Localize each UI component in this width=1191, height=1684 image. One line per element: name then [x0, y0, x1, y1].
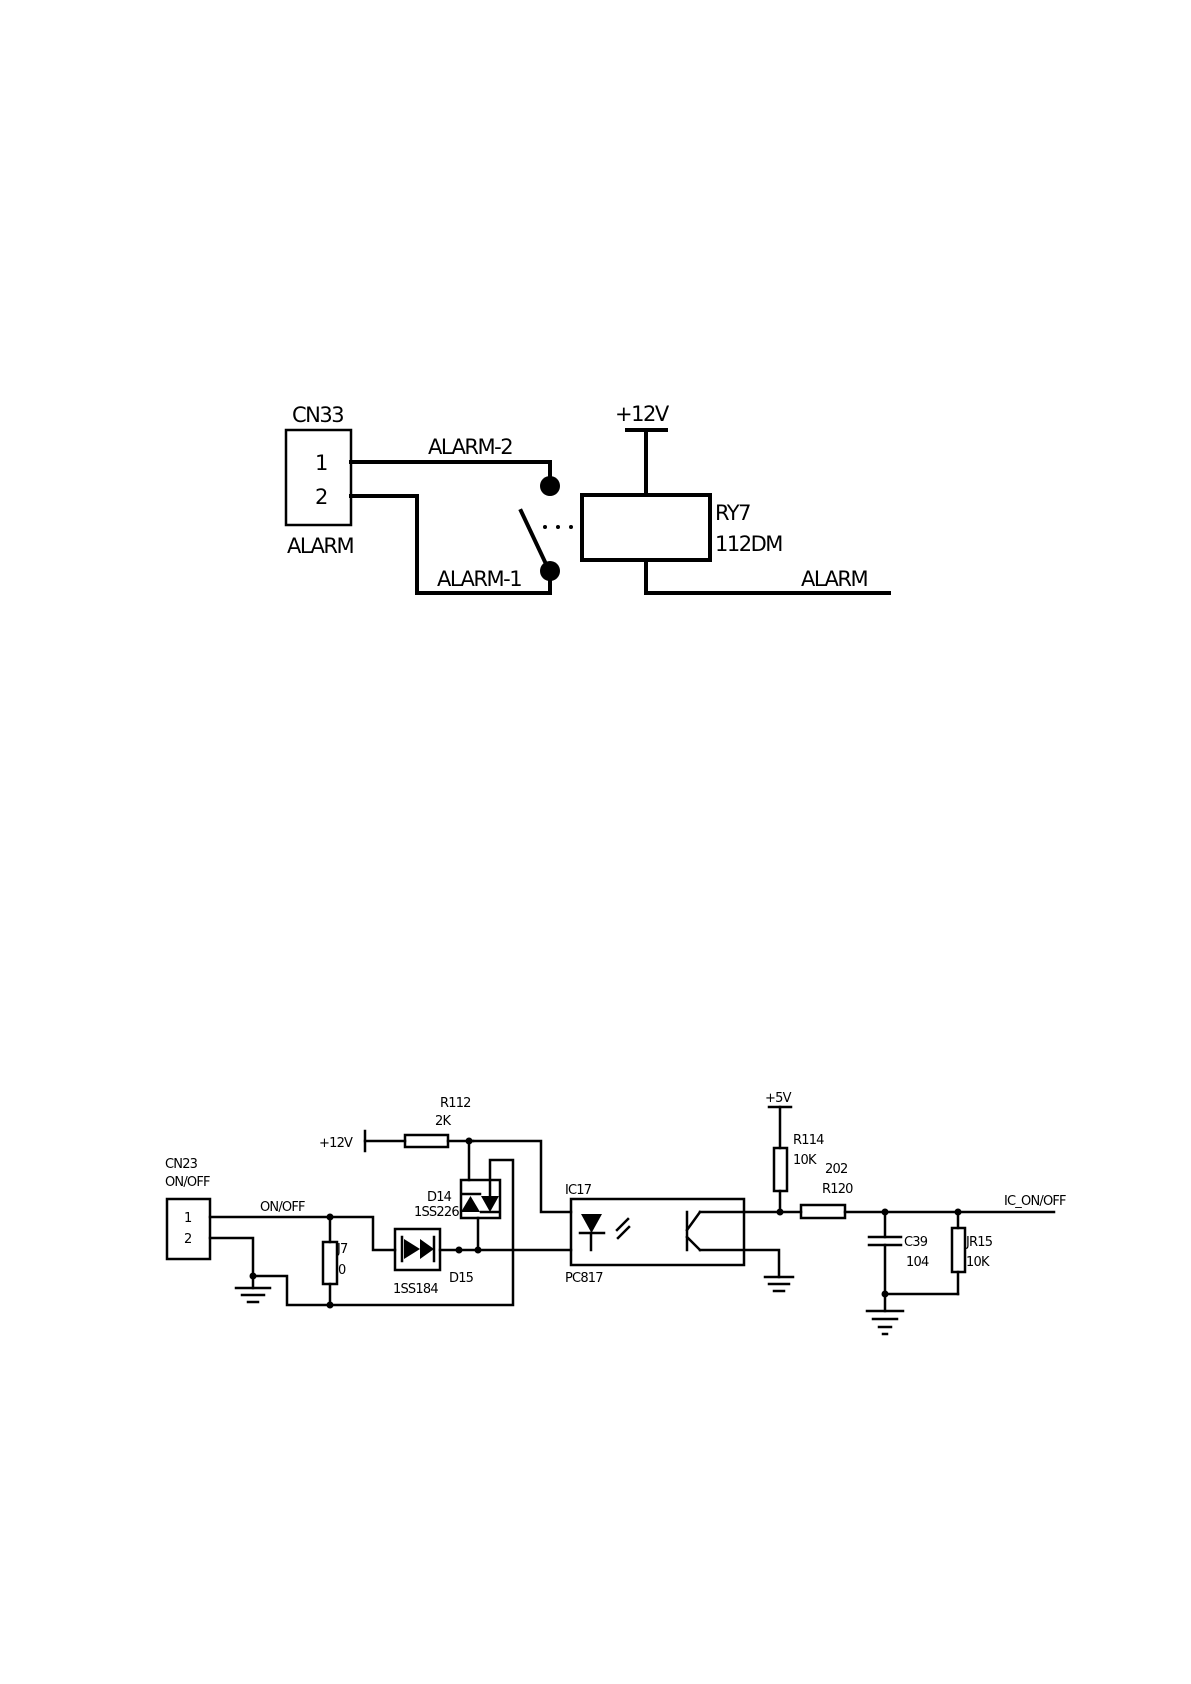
optocoupler-ic17: IC17 PC817	[565, 1183, 744, 1286]
wire-pin2	[210, 1238, 253, 1288]
mechanical-link-dot	[556, 525, 560, 529]
r120-value: 202	[825, 1162, 847, 1177]
cn33-pin1: 1	[315, 451, 327, 475]
cn33-pin2: 2	[315, 485, 327, 509]
capacitor-c39: C39 104	[869, 1212, 929, 1311]
mechanical-link-dot	[569, 525, 573, 529]
ic17-part: PC817	[565, 1271, 603, 1286]
relay-ry7: RY7 112DM	[582, 495, 782, 560]
r15-ref: JR15	[965, 1235, 993, 1250]
diode-triangle	[420, 1239, 434, 1259]
net-label-ic-onoff: IC_ON/OFF	[1004, 1194, 1066, 1209]
junction-dot	[882, 1291, 889, 1298]
r120-ref: R120	[822, 1182, 853, 1197]
supply-12v-alarm: +12V	[615, 402, 670, 495]
net-label-alarm-2: ALARM-2	[428, 435, 512, 459]
ground-opto	[765, 1277, 793, 1291]
contact-terminal-lower	[540, 561, 560, 581]
r112-ref: R112	[440, 1096, 471, 1111]
wire-return	[253, 1160, 513, 1305]
resistor-r15: JR15 10K	[885, 1212, 993, 1294]
r114-value: 10K	[793, 1153, 817, 1168]
relay-coil	[582, 495, 710, 560]
cn23-pin2: 2	[184, 1232, 191, 1247]
wire-emitter-gnd	[700, 1250, 779, 1277]
d14-ref: D14	[427, 1190, 452, 1205]
c39-value: 104	[906, 1255, 929, 1270]
d15-part: 1SS184	[393, 1282, 438, 1297]
cn33-ref: CN33	[292, 403, 343, 427]
wire-alarm-2	[351, 462, 550, 480]
junction-dot	[250, 1273, 257, 1280]
ry7-part: 112DM	[715, 532, 782, 556]
supply-5v: +5V	[765, 1091, 792, 1148]
cn23-ref: CN23	[165, 1157, 198, 1172]
j7-ref: J7	[336, 1242, 348, 1257]
net-label-alarm-1: ALARM-1	[437, 567, 521, 591]
supply-label-12v: +12V	[319, 1136, 353, 1151]
led-triangle	[581, 1214, 602, 1233]
contact-blade	[521, 511, 546, 564]
wire-onoff	[210, 1217, 395, 1250]
junction-dot	[475, 1247, 482, 1254]
contact-terminal-upper	[540, 476, 560, 496]
c39-ref: C39	[904, 1235, 928, 1250]
supply-12v-input: +12V	[319, 1131, 405, 1151]
j7-value: 0	[338, 1263, 346, 1278]
relay-contact	[521, 476, 573, 581]
d14-part: 1SS226	[414, 1205, 459, 1220]
ground-left	[236, 1288, 270, 1302]
mechanical-link-dot	[543, 525, 547, 529]
resistor-r112: R112 2K	[405, 1096, 473, 1147]
diode-triangle	[481, 1196, 499, 1212]
net-label-onoff: ON/OFF	[260, 1200, 305, 1215]
ry7-ref: RY7	[715, 501, 750, 525]
diode-d14: D14 1SS226	[414, 1180, 500, 1220]
onoff-input-circuit: CN23 ON/OFF 1 2 ON/OFF J7 0 +12V	[165, 1091, 1066, 1334]
alarm-relay-circuit: CN33 1 2 ALARM ALARM-2 ALARM-1 RY7 112DM…	[286, 402, 889, 593]
ground-output	[867, 1311, 903, 1334]
cn33-name: ALARM	[287, 534, 354, 558]
d15-ref: D15	[449, 1271, 474, 1286]
cn23-name: ON/OFF	[165, 1175, 210, 1190]
r114-ref: R114	[793, 1133, 824, 1148]
supply-label-12v: +12V	[615, 402, 670, 426]
resistor-j7: J7 0	[323, 1217, 348, 1305]
r112-value: 2K	[435, 1114, 451, 1129]
junction-dot	[327, 1302, 334, 1309]
supply-label-5v: +5V	[765, 1091, 792, 1106]
connector-cn33: CN33 1 2 ALARM	[286, 403, 354, 558]
ic17-ref: IC17	[565, 1183, 592, 1198]
junction-dot	[327, 1214, 334, 1221]
diode-d15: 1SS184 D15	[393, 1229, 474, 1297]
junction-dot	[456, 1247, 463, 1254]
resistor-r114: R114 10K	[774, 1133, 824, 1212]
resistor-r120: 202 R120	[801, 1162, 853, 1218]
diode-triangle	[461, 1196, 480, 1212]
connector-cn23: CN23 ON/OFF 1 2	[165, 1157, 210, 1259]
net-label-alarm: ALARM	[801, 567, 868, 591]
diode-triangle	[404, 1239, 420, 1259]
cn23-pin1: 1	[184, 1211, 192, 1226]
r15-value: 10K	[966, 1255, 990, 1270]
wire-d15-d14	[440, 1218, 478, 1250]
